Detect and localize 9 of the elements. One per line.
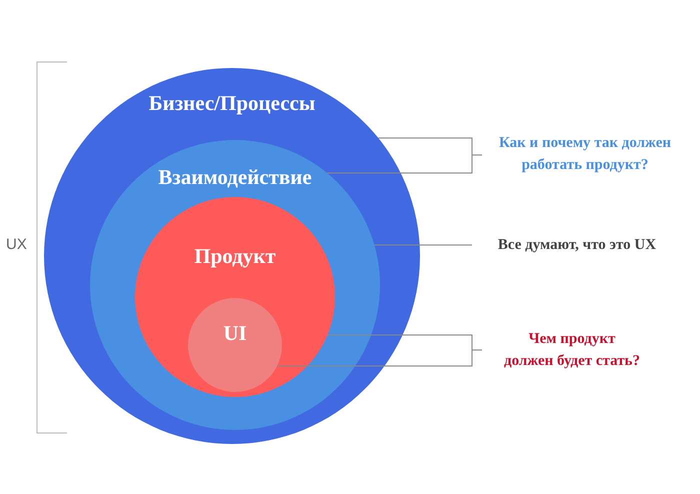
leader-line: [374, 244, 472, 246]
circle-label: UI: [222, 321, 248, 346]
circle-label: Бизнес/Процессы: [148, 91, 316, 116]
annotation-text: Все думают, что это UX: [472, 234, 682, 256]
annotation-text: Как и почему так должен работать продукт?: [472, 132, 698, 176]
circle-label: Взаимодействие: [157, 165, 313, 190]
circle-label: Продукт: [193, 244, 277, 269]
dimension-label: UX: [6, 236, 27, 253]
annotation-text: Чем продукт должен будет стать?: [472, 328, 672, 372]
